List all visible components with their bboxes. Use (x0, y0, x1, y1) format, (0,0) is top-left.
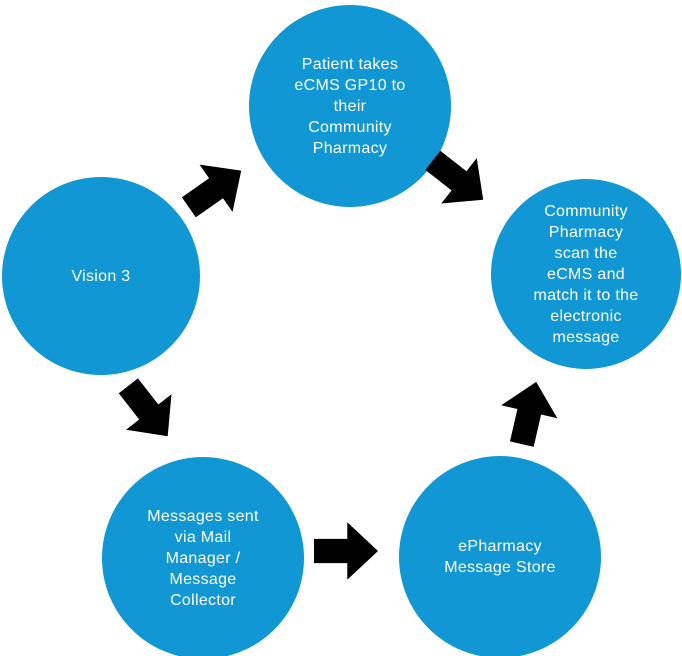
arrow-up-right-icon (172, 147, 258, 231)
node-label: Messages sent via Mail Manager / Message… (147, 507, 259, 609)
node-vision-3: Vision 3 (2, 177, 200, 375)
node-label: Vision 3 (71, 267, 131, 285)
node-community-pharmacy-scan: Community Pharmacy scan the eCMS and mat… (491, 179, 681, 369)
arrow-down-right-icon (415, 137, 501, 222)
node-epharmacy-message-store: ePharmacy Message Store (399, 456, 601, 656)
node-messages-sent-mail-manager: Messages sent via Mail Manager / Message… (102, 457, 304, 656)
arrow-right-icon (314, 522, 378, 580)
node-label: ePharmacy Message Store (444, 538, 556, 576)
arrow-down-right-icon (105, 368, 190, 454)
node-label: Patient takes eCMS GP10 to their Communi… (294, 55, 406, 157)
node-patient-takes-ecms: Patient takes eCMS GP10 to their Communi… (249, 5, 451, 207)
node-label: Community Pharmacy scan the eCMS and mat… (533, 202, 639, 346)
arrow-up-icon (494, 375, 565, 450)
